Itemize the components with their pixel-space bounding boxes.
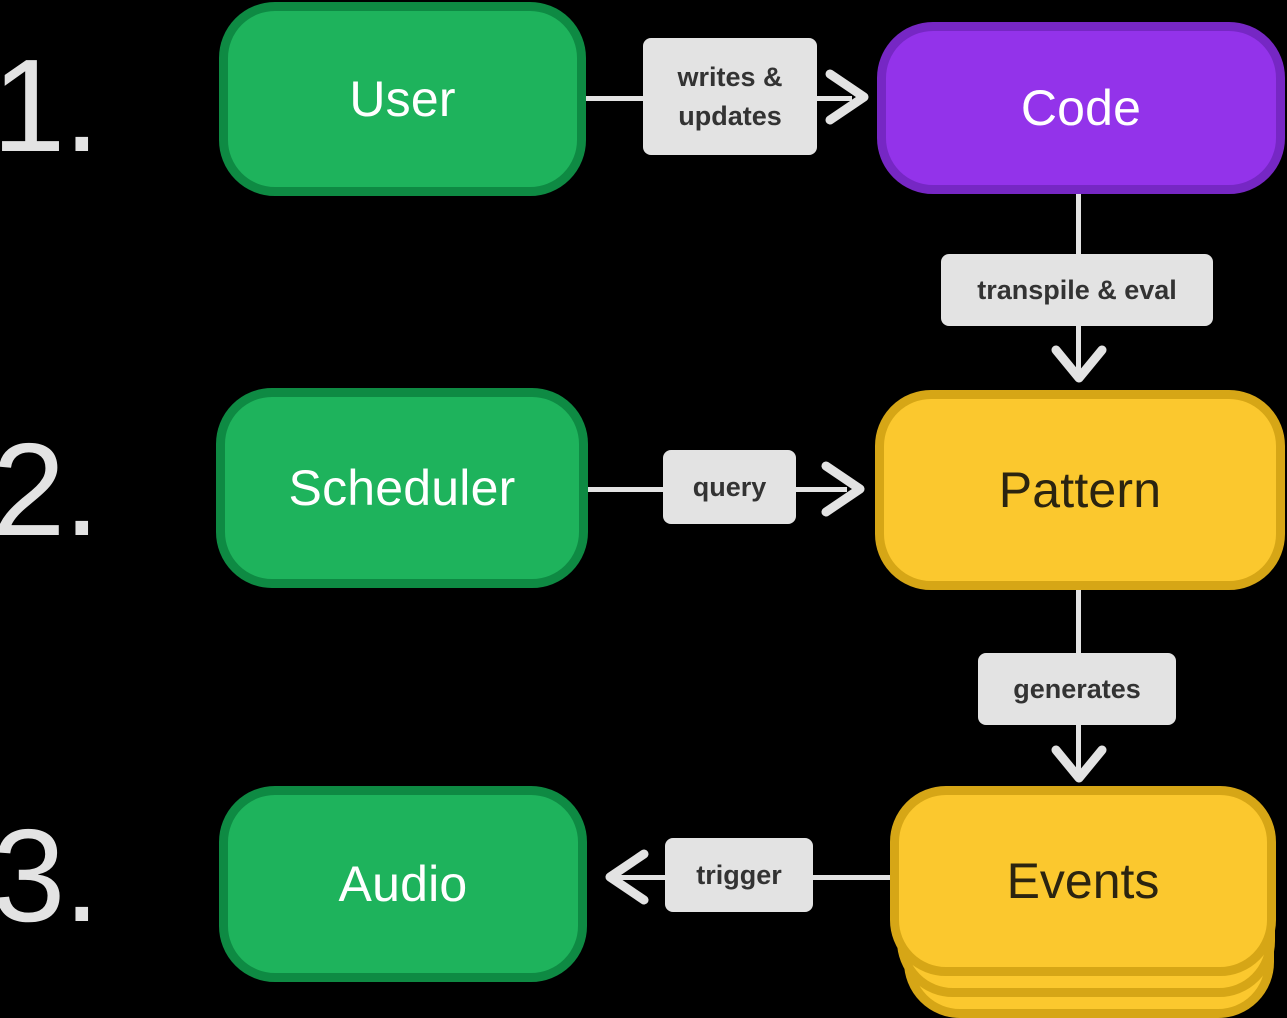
node-pattern[interactable]: Pattern (875, 390, 1285, 590)
connector-user-code-right (816, 96, 852, 101)
node-user-label: User (349, 71, 456, 127)
connector-scheduler-pattern-left (588, 487, 664, 492)
arrowhead-user-code (825, 69, 869, 125)
step-number-3: 3. (0, 802, 100, 949)
node-events-stack-layer-1: Events (890, 786, 1276, 976)
node-events[interactable]: Events (890, 786, 1287, 1018)
node-events-label: Events (1006, 853, 1160, 909)
node-user[interactable]: User (219, 2, 586, 196)
step-number-1: 1. (0, 32, 100, 179)
connector-code-pattern-top (1076, 194, 1081, 256)
arrowhead-code-pattern (1051, 345, 1107, 383)
connector-code-pattern-bottom (1076, 324, 1081, 372)
edge-label-writes-updates: writes & updates (643, 38, 817, 155)
node-scheduler[interactable]: Scheduler (216, 388, 588, 588)
arrowhead-pattern-events (1051, 745, 1107, 783)
edge-label-query: query (663, 450, 796, 524)
node-scheduler-label: Scheduler (288, 460, 516, 516)
node-pattern-label: Pattern (998, 462, 1162, 518)
edge-label-transpile-eval: transpile & eval (941, 254, 1213, 326)
node-audio-label: Audio (338, 856, 468, 912)
connector-pattern-events-bottom (1076, 723, 1081, 773)
connector-pattern-events-top (1076, 590, 1081, 655)
arrowhead-scheduler-pattern (821, 461, 865, 517)
connector-events-audio-right (812, 875, 898, 880)
connector-scheduler-pattern-right (795, 487, 847, 492)
connector-user-code-left (586, 96, 644, 101)
node-code[interactable]: Code (877, 22, 1285, 194)
arrowhead-events-audio (605, 849, 649, 905)
node-code-label: Code (1020, 80, 1142, 136)
node-audio[interactable]: Audio (219, 786, 587, 982)
edge-label-trigger: trigger (665, 838, 813, 912)
connector-events-audio-left (615, 875, 665, 880)
edge-label-generates: generates (978, 653, 1176, 725)
step-number-2: 2. (0, 416, 100, 563)
